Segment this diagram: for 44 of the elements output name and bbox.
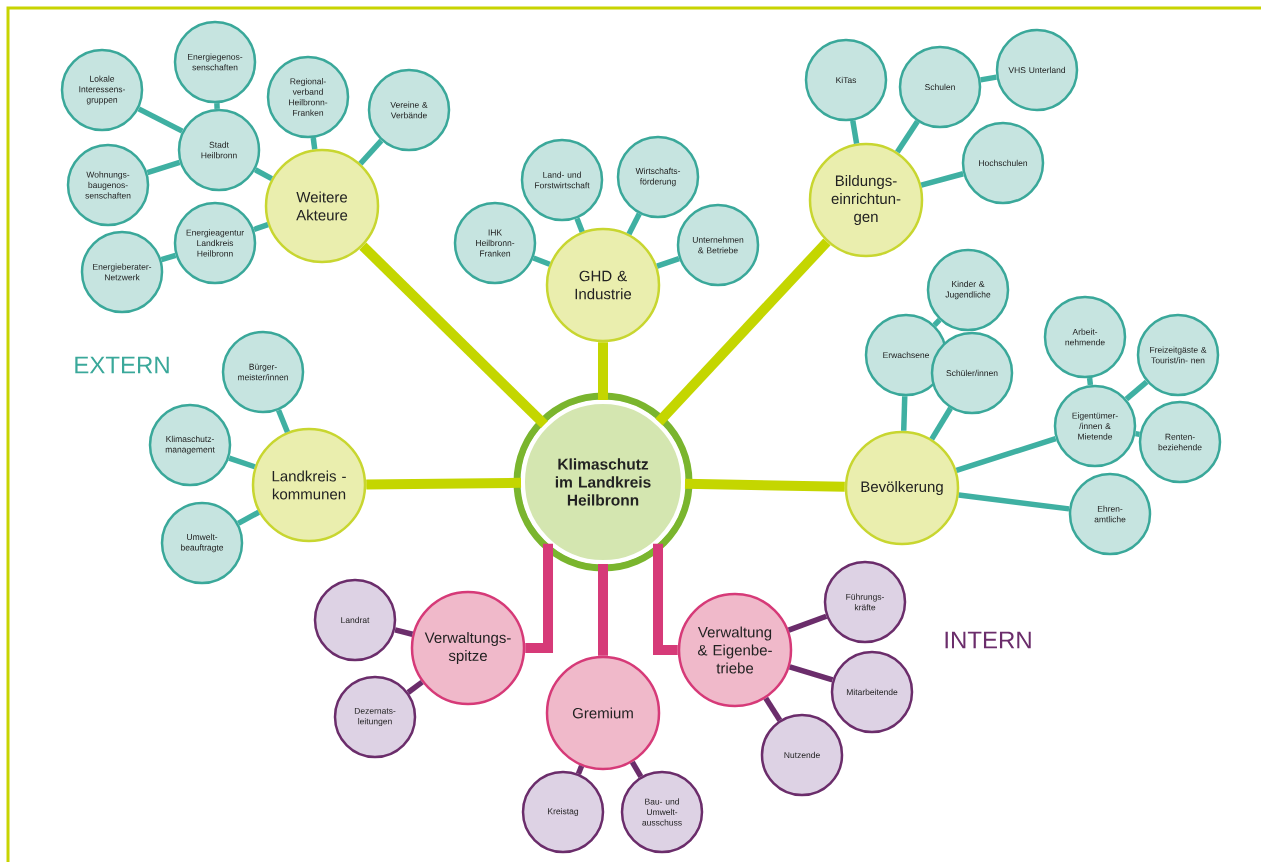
connector-line bbox=[228, 455, 256, 470]
connector-line bbox=[525, 543, 553, 653]
connector-line bbox=[655, 238, 831, 426]
connector-line bbox=[253, 167, 274, 182]
connector-line bbox=[575, 765, 585, 775]
connector-line bbox=[532, 255, 551, 267]
connector-line bbox=[958, 492, 1070, 512]
connector-line bbox=[1135, 430, 1140, 438]
connector-line bbox=[929, 406, 953, 441]
connector-line bbox=[366, 477, 522, 490]
connector-line bbox=[137, 106, 184, 134]
connector-line bbox=[850, 120, 860, 144]
connector-line bbox=[901, 396, 908, 431]
connector-line bbox=[406, 679, 424, 695]
connector-line bbox=[214, 103, 220, 109]
connector-line bbox=[932, 317, 942, 328]
connector-line bbox=[276, 409, 290, 433]
connector-line bbox=[359, 242, 548, 429]
section-label: INTERN bbox=[945, 631, 1031, 649]
connector-line bbox=[787, 613, 828, 633]
connector-line bbox=[253, 222, 269, 233]
section-label: EXTERN bbox=[75, 356, 169, 374]
connector-line bbox=[629, 760, 644, 778]
connector-line bbox=[1086, 377, 1094, 386]
connector-line bbox=[684, 478, 845, 492]
connector-line bbox=[763, 696, 783, 722]
connector-line bbox=[1124, 379, 1149, 402]
connector-line bbox=[236, 509, 260, 526]
connector-line bbox=[895, 120, 920, 154]
connector-line bbox=[626, 212, 642, 236]
connector-line bbox=[653, 543, 678, 655]
connector-line bbox=[980, 74, 997, 83]
connector-line bbox=[598, 342, 608, 400]
connector-line bbox=[598, 564, 608, 656]
connector-line bbox=[920, 171, 964, 188]
connector-line bbox=[358, 138, 384, 166]
connector-line bbox=[160, 252, 177, 263]
connector-line bbox=[656, 255, 680, 269]
connector-line bbox=[310, 137, 318, 150]
connector-line bbox=[394, 627, 414, 637]
connector-line bbox=[788, 664, 834, 683]
connector-line bbox=[574, 217, 585, 233]
connector-line bbox=[146, 159, 181, 176]
connector-line bbox=[955, 436, 1057, 474]
